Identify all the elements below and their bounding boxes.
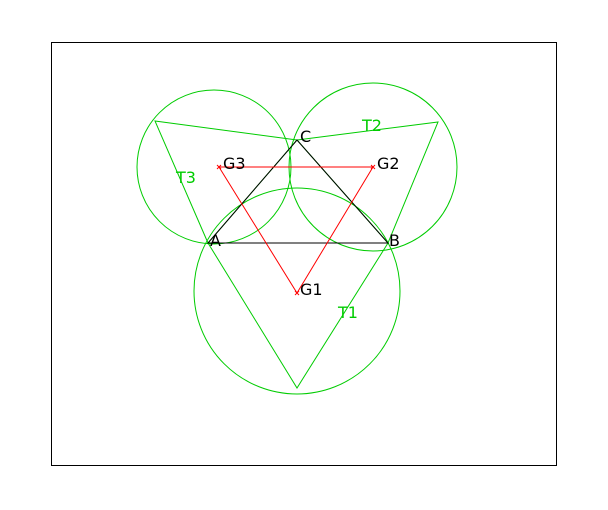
label-g1: G1 <box>300 280 323 299</box>
label-a: A <box>210 231 221 250</box>
triangle-name-labels: T1 T2 T3 <box>175 116 382 322</box>
label-t3: T3 <box>175 168 196 187</box>
napoleon-triangle <box>218 166 374 294</box>
marker-g2 <box>370 164 376 170</box>
circumcircles <box>136 82 458 395</box>
triangle-abc <box>206 139 390 244</box>
label-g2: G2 <box>377 154 400 173</box>
circle-t1 <box>193 187 401 395</box>
label-t1: T1 <box>337 303 358 322</box>
label-c: C <box>300 127 311 146</box>
vertex-labels: A B C G1 G2 G3 <box>210 127 400 299</box>
label-b: B <box>389 231 400 250</box>
triangle-t1 <box>207 242 389 389</box>
label-g3: G3 <box>223 154 246 173</box>
diagram-frame <box>51 42 557 466</box>
point-markers <box>216 164 376 296</box>
label-t2: T2 <box>361 116 382 135</box>
marker-g3 <box>216 164 222 170</box>
marker-g1 <box>294 290 300 296</box>
triangle-t2 <box>296 121 439 244</box>
